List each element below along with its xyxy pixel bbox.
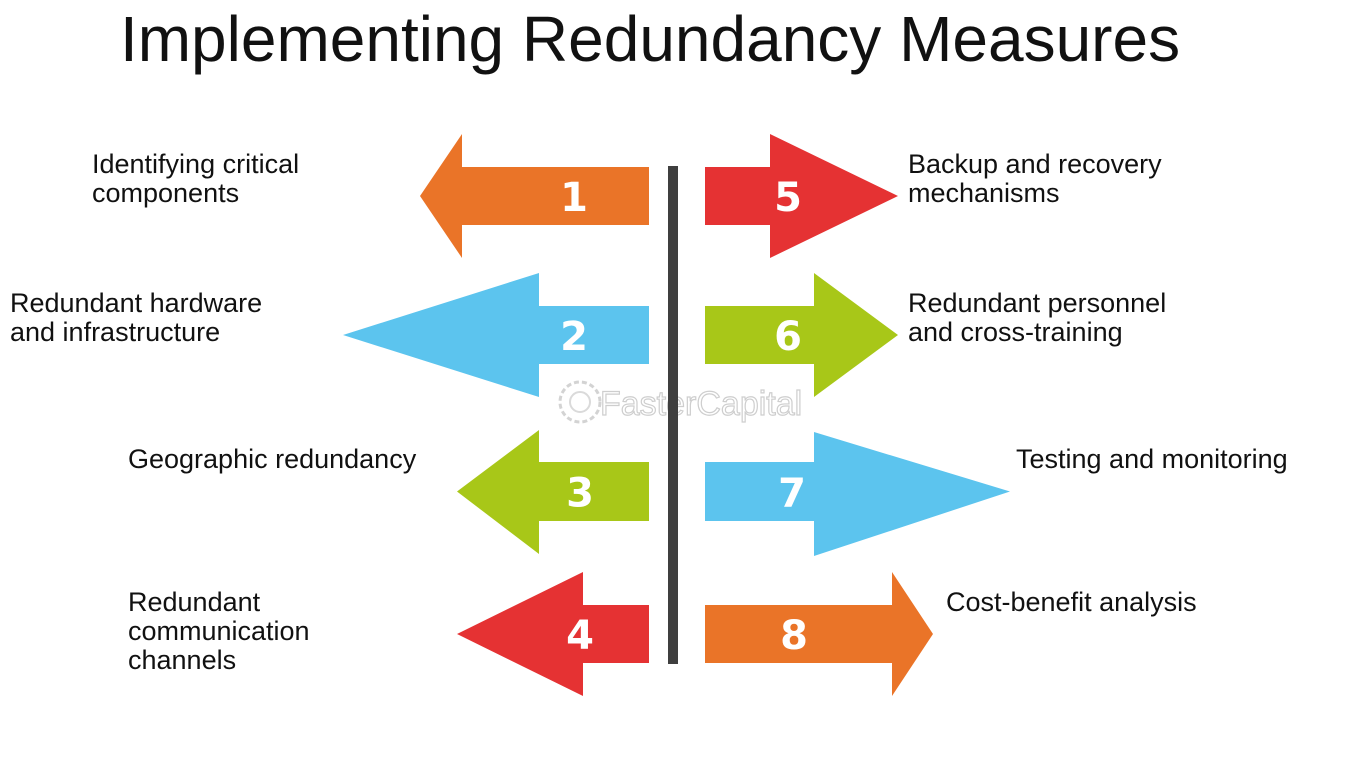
diagram-title: Implementing Redundancy Measures xyxy=(119,3,1181,75)
step-label-line: channels xyxy=(128,645,237,675)
step-number-2: 2 xyxy=(560,314,588,360)
step-number-1: 1 xyxy=(560,175,588,221)
step-label-line: Identifying critical xyxy=(92,149,300,179)
center-divider-line xyxy=(668,166,678,664)
step-label-7: Testing and monitoring xyxy=(1016,445,1288,474)
arrow-7 xyxy=(705,432,1010,556)
step-label-3: Geographic redundancy xyxy=(128,445,416,474)
watermark-text: FasterCapital xyxy=(600,385,802,423)
step-number-8: 8 xyxy=(780,613,808,659)
step-label-line: Redundant xyxy=(128,587,261,617)
step-label-line: Testing and monitoring xyxy=(1016,444,1288,474)
step-label-line: mechanisms xyxy=(908,178,1060,208)
arrow-3 xyxy=(457,430,649,554)
arrow-5 xyxy=(705,134,898,258)
step-number-7: 7 xyxy=(778,471,806,517)
step-label-line: and cross-training xyxy=(908,317,1123,347)
step-number-4: 4 xyxy=(566,613,594,659)
arrow-1 xyxy=(420,134,649,258)
step-label-line: Redundant personnel xyxy=(908,288,1167,318)
step-label-line: Redundant hardware xyxy=(10,288,263,318)
step-label-line: and infrastructure xyxy=(10,317,221,347)
arrow-4 xyxy=(457,572,649,696)
arrow-2 xyxy=(343,273,649,397)
step-label-line: components xyxy=(92,178,240,208)
arrow-8 xyxy=(705,572,933,696)
step-label-8: Cost-benefit analysis xyxy=(946,588,1197,617)
step-label-line: Backup and recovery xyxy=(908,149,1162,179)
step-label-line: communication xyxy=(128,616,310,646)
step-label-line: Geographic redundancy xyxy=(128,444,417,474)
step-number-5: 5 xyxy=(774,175,802,221)
step-number-6: 6 xyxy=(774,314,802,360)
arrow-6 xyxy=(705,273,898,397)
step-number-3: 3 xyxy=(566,471,594,517)
step-label-line: Cost-benefit analysis xyxy=(946,587,1197,617)
watermark-logo: FasterCapital xyxy=(558,380,803,424)
